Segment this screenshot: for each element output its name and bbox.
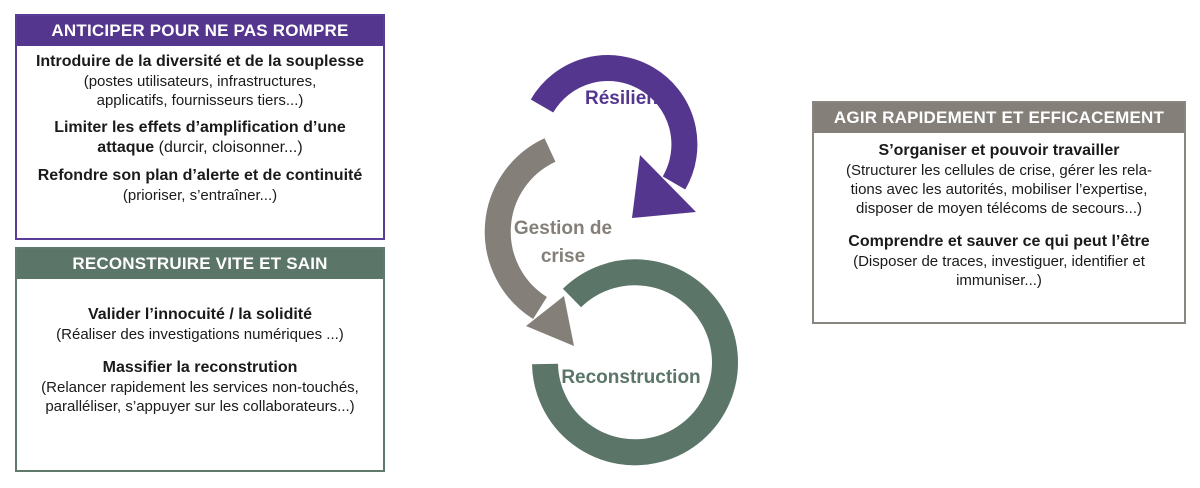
reconstruire-header: RECONSTRUIRE VITE ET SAIN <box>17 249 383 279</box>
item-title: Comprendre et sauver ce qui peut l’être <box>848 233 1150 250</box>
item-title: Introduire de la diversité et de la soup… <box>35 53 365 70</box>
anticiper-header: ANTICIPER POUR NE PAS ROMPRE <box>17 16 383 46</box>
item-detail: (Disposer de traces, investiguer, identi… <box>853 253 1145 270</box>
reconstruire-body: Valider l’innocuité / la solidité (Réali… <box>17 279 383 430</box>
list-item: S’organiser et pouvoir travailler (Struc… <box>824 141 1174 218</box>
list-item: Refondre son plan d’alerte et de continu… <box>27 166 373 205</box>
gestion-label-line2: crise <box>541 246 585 267</box>
item-detail: (postes utilisateurs, infrastructures, <box>83 73 317 90</box>
list-item: Limiter les effets d’amplification d’une… <box>27 118 373 158</box>
item-detail: applicatifs, fournisseurs tiers...) <box>96 92 304 109</box>
anticiper-body: Introduire de la diversité et de la soup… <box>17 46 383 219</box>
item-title: Valider l’innocuité / la solidité <box>87 306 313 323</box>
item-detail: immuniser...) <box>956 272 1042 289</box>
agir-body: S’organiser et pouvoir travailler (Struc… <box>814 133 1184 310</box>
anticiper-box: ANTICIPER POUR NE PAS ROMPRE Introduire … <box>15 14 385 240</box>
resilience-arc <box>530 55 698 190</box>
list-item: Valider l’innocuité / la solidité (Réali… <box>27 305 373 344</box>
item-title-word: attaque <box>97 139 155 156</box>
gestion-arrowhead <box>526 296 574 346</box>
item-detail: (Relancer rapidement les services non-to… <box>41 379 359 396</box>
item-title: S’organiser et pouvoir travailler <box>878 142 1120 159</box>
agir-header: AGIR RAPIDEMENT ET EFFICACEMENT <box>814 103 1184 133</box>
list-item: Massifier la reconstrution (Relancer rap… <box>27 358 373 416</box>
reconstruction-label: Reconstruction <box>561 367 700 388</box>
gestion-arc <box>484 138 556 320</box>
item-title: Limiter les effets d’amplification d’une <box>54 119 346 136</box>
list-item: Comprendre et sauver ce qui peut l’être … <box>824 232 1174 290</box>
reconstruction-arc <box>532 259 738 466</box>
item-detail: paralléliser, s’appuyer sur les collabor… <box>45 398 355 415</box>
item-detail: (prioriser, s’entraîner...) <box>122 187 278 204</box>
item-detail: disposer de moyen télécoms de secours...… <box>856 200 1142 217</box>
item-inline-detail: (durcir, cloisonner...) <box>154 139 303 156</box>
list-item: Introduire de la diversité et de la soup… <box>27 52 373 110</box>
item-title: Refondre son plan d’alerte et de continu… <box>37 167 363 184</box>
item-title: Massifier la reconstrution <box>102 359 298 376</box>
item-title-line2: attaque (durcir, cloisonner...) <box>27 138 373 158</box>
resilience-label: Résilience <box>585 88 679 109</box>
cycle-diagram: Résilience Gestion de crise Reconstructi… <box>484 55 738 466</box>
item-detail: tions avec les autorités, mobiliser l’ex… <box>850 181 1148 198</box>
gestion-label-line1: Gestion de <box>514 218 612 239</box>
resilience-arrowhead <box>632 155 696 218</box>
agir-box: AGIR RAPIDEMENT ET EFFICACEMENT S’organi… <box>812 101 1186 324</box>
reconstruire-box: RECONSTRUIRE VITE ET SAIN Valider l’inno… <box>15 247 385 472</box>
item-detail: (Réaliser des investigations numériques … <box>56 326 344 343</box>
item-detail: (Structurer les cellules de crise, gérer… <box>846 162 1152 179</box>
